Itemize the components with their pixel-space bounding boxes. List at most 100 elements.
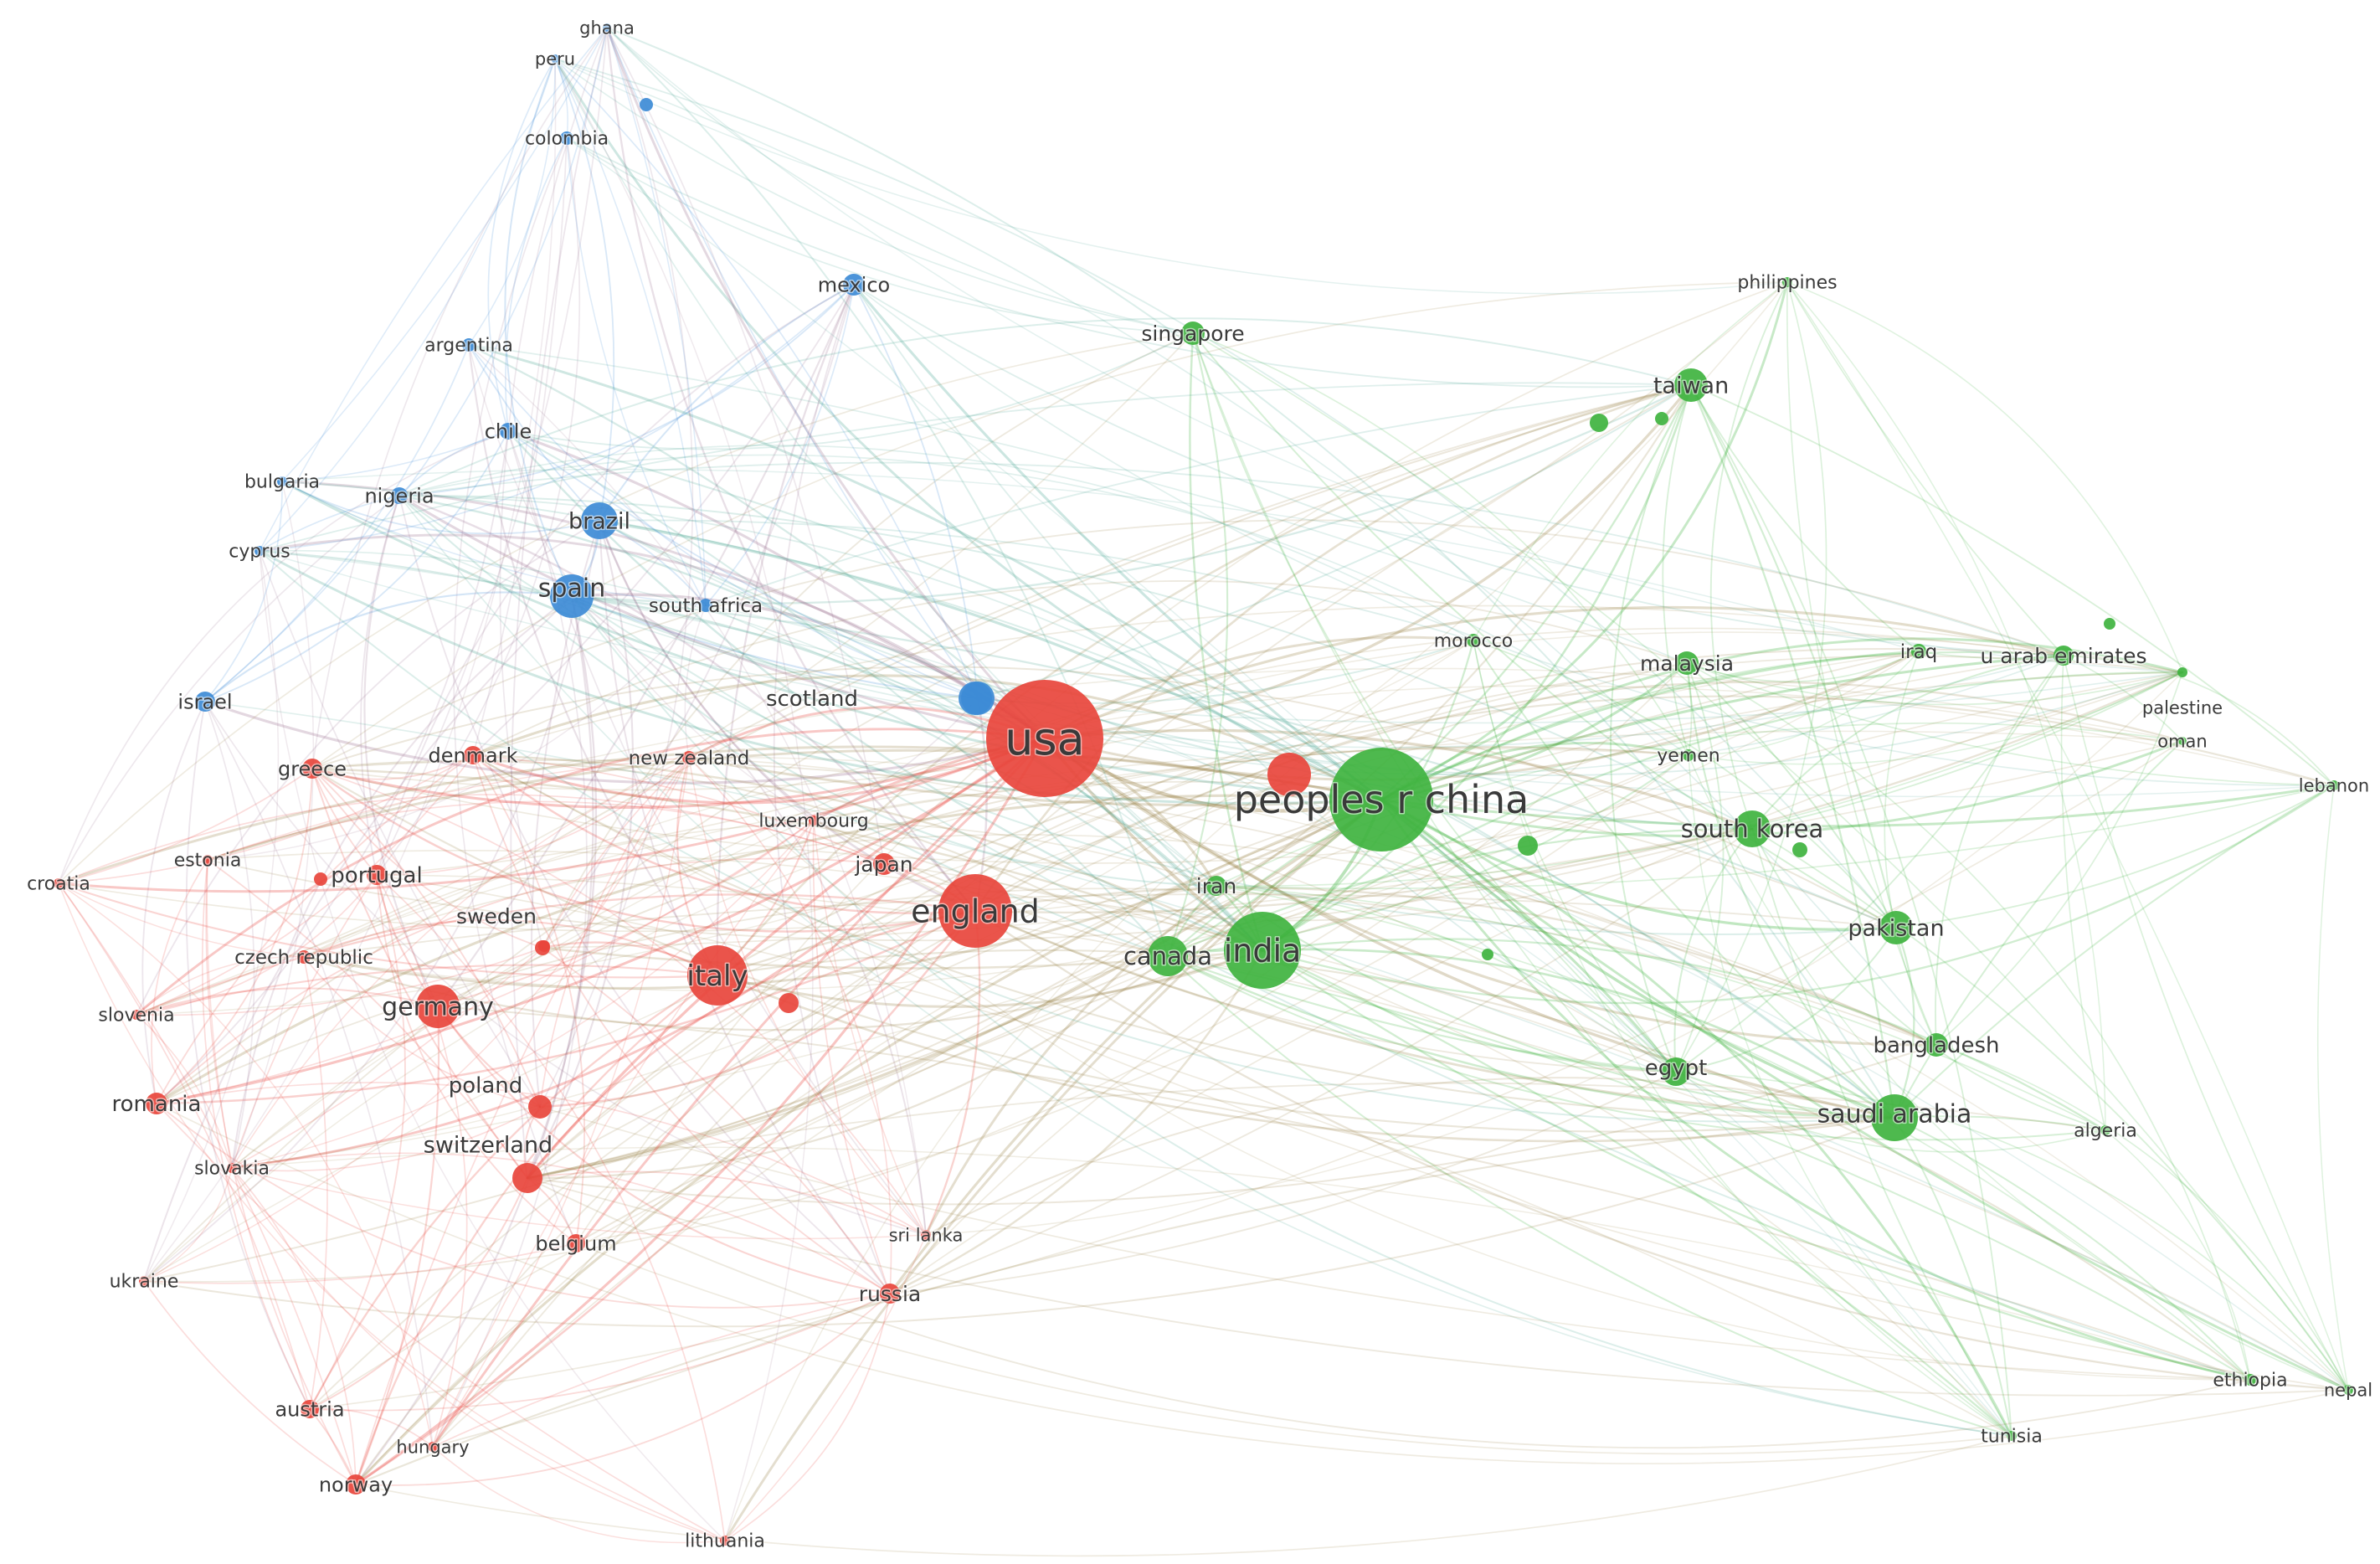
node-estonia[interactable] [203,855,213,865]
node-nepal[interactable] [2343,1385,2353,1395]
node-austria[interactable] [301,1400,319,1418]
node-hungary[interactable] [428,1442,438,1452]
node-czech_republic[interactable] [297,950,311,964]
node-germany[interactable] [416,985,460,1028]
link-england-oman [974,681,2184,913]
link-peoples_r_china-tunisia [1380,798,2013,1438]
node-spain[interactable] [550,574,594,618]
node-unlabeled[interactable] [314,872,327,886]
node-belgium[interactable] [567,1234,585,1253]
link-canada-switzerland [526,954,1169,1180]
node-greece[interactable] [302,759,322,779]
node-ukraine[interactable] [139,1276,149,1286]
label-mexico: mexico [818,273,890,296]
node-norway[interactable] [346,1474,366,1495]
node-unlabeled[interactable] [1590,414,1608,432]
link-switzerland-usa [526,737,1046,1180]
node-usa[interactable] [986,680,1103,797]
node-oman[interactable] [2178,737,2187,745]
node-luxembourg[interactable] [809,815,819,826]
node-colombia[interactable] [560,131,573,145]
link-brazil-switzerland [526,519,635,1180]
link-norway-palestine [355,671,2183,1485]
node-south_korea[interactable] [1734,810,1771,847]
link-ghana-palestine [606,27,2183,673]
node-lithuania[interactable] [720,1536,730,1546]
node-israel[interactable] [195,692,215,712]
node-india[interactable] [1224,912,1301,989]
node-egypt[interactable] [1662,1057,1690,1086]
link-cyprus-peru [259,58,556,552]
link-chile-romania [156,430,509,1104]
node-romania[interactable] [146,1093,167,1114]
node-palestine[interactable] [2177,667,2187,677]
node-ethiopia[interactable] [2244,1374,2256,1386]
node-sri_lanka[interactable] [921,1230,931,1240]
link-canada-nigeria [398,494,1169,958]
link-estonia-oman [207,667,2183,861]
node-nigeria[interactable] [391,487,408,504]
node-unlabeled[interactable] [1482,949,1493,960]
link-scotland-spain [570,594,979,700]
label-peoples_r_china: peoples r china [1234,777,1529,822]
node-new_zealand[interactable] [682,751,696,764]
node-unlabeled[interactable] [1518,836,1538,856]
link-ethiopia-germany [437,1006,2251,1381]
link-chile-scotland [507,430,979,699]
node-bangladesh[interactable] [1925,1033,1948,1057]
node-unlabeled[interactable] [640,98,653,111]
node-peru[interactable] [551,54,559,63]
node-yemen[interactable] [1683,749,1694,761]
node-malaysia[interactable] [1675,651,1699,675]
node-brazil[interactable] [581,502,618,539]
node-canada[interactable] [1148,936,1188,976]
node-scotland[interactable] [961,682,995,715]
node-unlabeled[interactable] [1267,753,1311,796]
node-switzerland[interactable] [512,1163,542,1193]
node-singapore[interactable] [1181,322,1205,345]
node-sweden[interactable] [535,940,550,955]
node-italy[interactable] [687,945,748,1006]
label-ghana: ghana [579,18,635,38]
node-u_arab_emirates[interactable] [2054,646,2074,666]
node-slovakia[interactable] [227,1163,237,1173]
node-japan[interactable] [873,853,895,875]
link-egypt-u_arab_emirates [1675,655,2064,1073]
link-czech_republic-poland [303,956,541,1108]
node-denmark[interactable] [464,746,482,764]
node-poland[interactable] [528,1095,552,1119]
node-morocco[interactable] [1467,634,1480,647]
node-peoples_r_china[interactable] [1329,748,1433,851]
link-greece-pakistan [311,666,1897,929]
node-iran[interactable] [1206,876,1226,896]
node-russia[interactable] [880,1284,900,1304]
node-algeria[interactable] [2100,1125,2110,1135]
node-unlabeled[interactable] [779,993,799,1013]
node-mexico[interactable] [843,274,865,296]
node-tunisia[interactable] [2007,1431,2017,1441]
node-unlabeled[interactable] [1655,412,1668,425]
node-unlabeled[interactable] [2104,618,2115,630]
node-taiwan[interactable] [1674,368,1708,402]
link-czech_republic-iran [303,821,1217,958]
node-pakistan[interactable] [1879,911,1913,944]
node-argentina[interactable] [462,338,475,352]
node-lebanon[interactable] [2329,780,2339,790]
node-cyprus[interactable] [254,546,265,556]
node-chile[interactable] [500,423,517,440]
node-bulgaria[interactable] [277,476,287,486]
link-denmark-malaysia [472,580,1688,756]
node-saudi_arabia[interactable] [1871,1094,1918,1141]
node-slovenia[interactable] [131,1010,141,1020]
link-iraq-malaysia [1686,651,1920,682]
node-philippines[interactable] [1782,277,1792,287]
node-portugal[interactable] [367,865,387,885]
label-oman: oman [2157,731,2207,751]
node-ghana[interactable] [603,23,611,32]
node-south_africa[interactable] [699,599,712,612]
node-croatia[interactable] [54,878,64,888]
node-england[interactable] [938,874,1012,948]
node-unlabeled[interactable] [1792,842,1807,857]
node-iraq[interactable] [1911,644,1926,659]
link-saudi_arabia-sri_lanka [925,1077,1895,1236]
